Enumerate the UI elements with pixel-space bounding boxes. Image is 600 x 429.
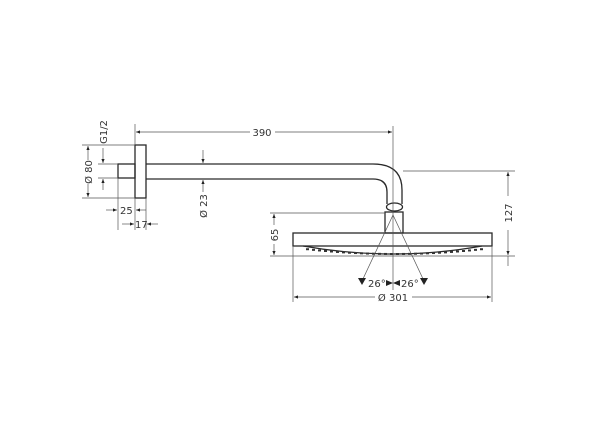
spray-line-left [361, 214, 394, 282]
spray-arrow-right [420, 278, 428, 285]
shower-head-plate [292, 232, 493, 247]
dim-thread: G1/2 [99, 120, 110, 144]
angle-arrows [386, 280, 400, 286]
dim-head-diameter: Ø 301 [378, 292, 408, 304]
wall-flange [134, 144, 147, 199]
dim-total-drop: 127 [504, 203, 515, 222]
dim-arm-diameter: Ø 23 [198, 194, 210, 218]
shower-head-nozzle-face [302, 245, 483, 255]
arm-nut [385, 202, 404, 212]
dim-flange-diameter: Ø 80 [83, 160, 95, 184]
wall-connector [117, 163, 136, 179]
spray-line-right [392, 214, 425, 282]
dim-flange-thickness: 17 [135, 220, 148, 231]
spray-arrow-left [358, 278, 366, 285]
spray-angle-right-label: 26° [401, 279, 419, 290]
dim-flange-depth: 25 [120, 206, 133, 217]
shower-arm [146, 163, 403, 204]
spray-angle-left-label: 26° [368, 279, 386, 290]
shower-nozzles [306, 248, 483, 255]
dim-head-height: 65 [270, 229, 281, 242]
dim-arm-length: 390 [252, 128, 271, 139]
